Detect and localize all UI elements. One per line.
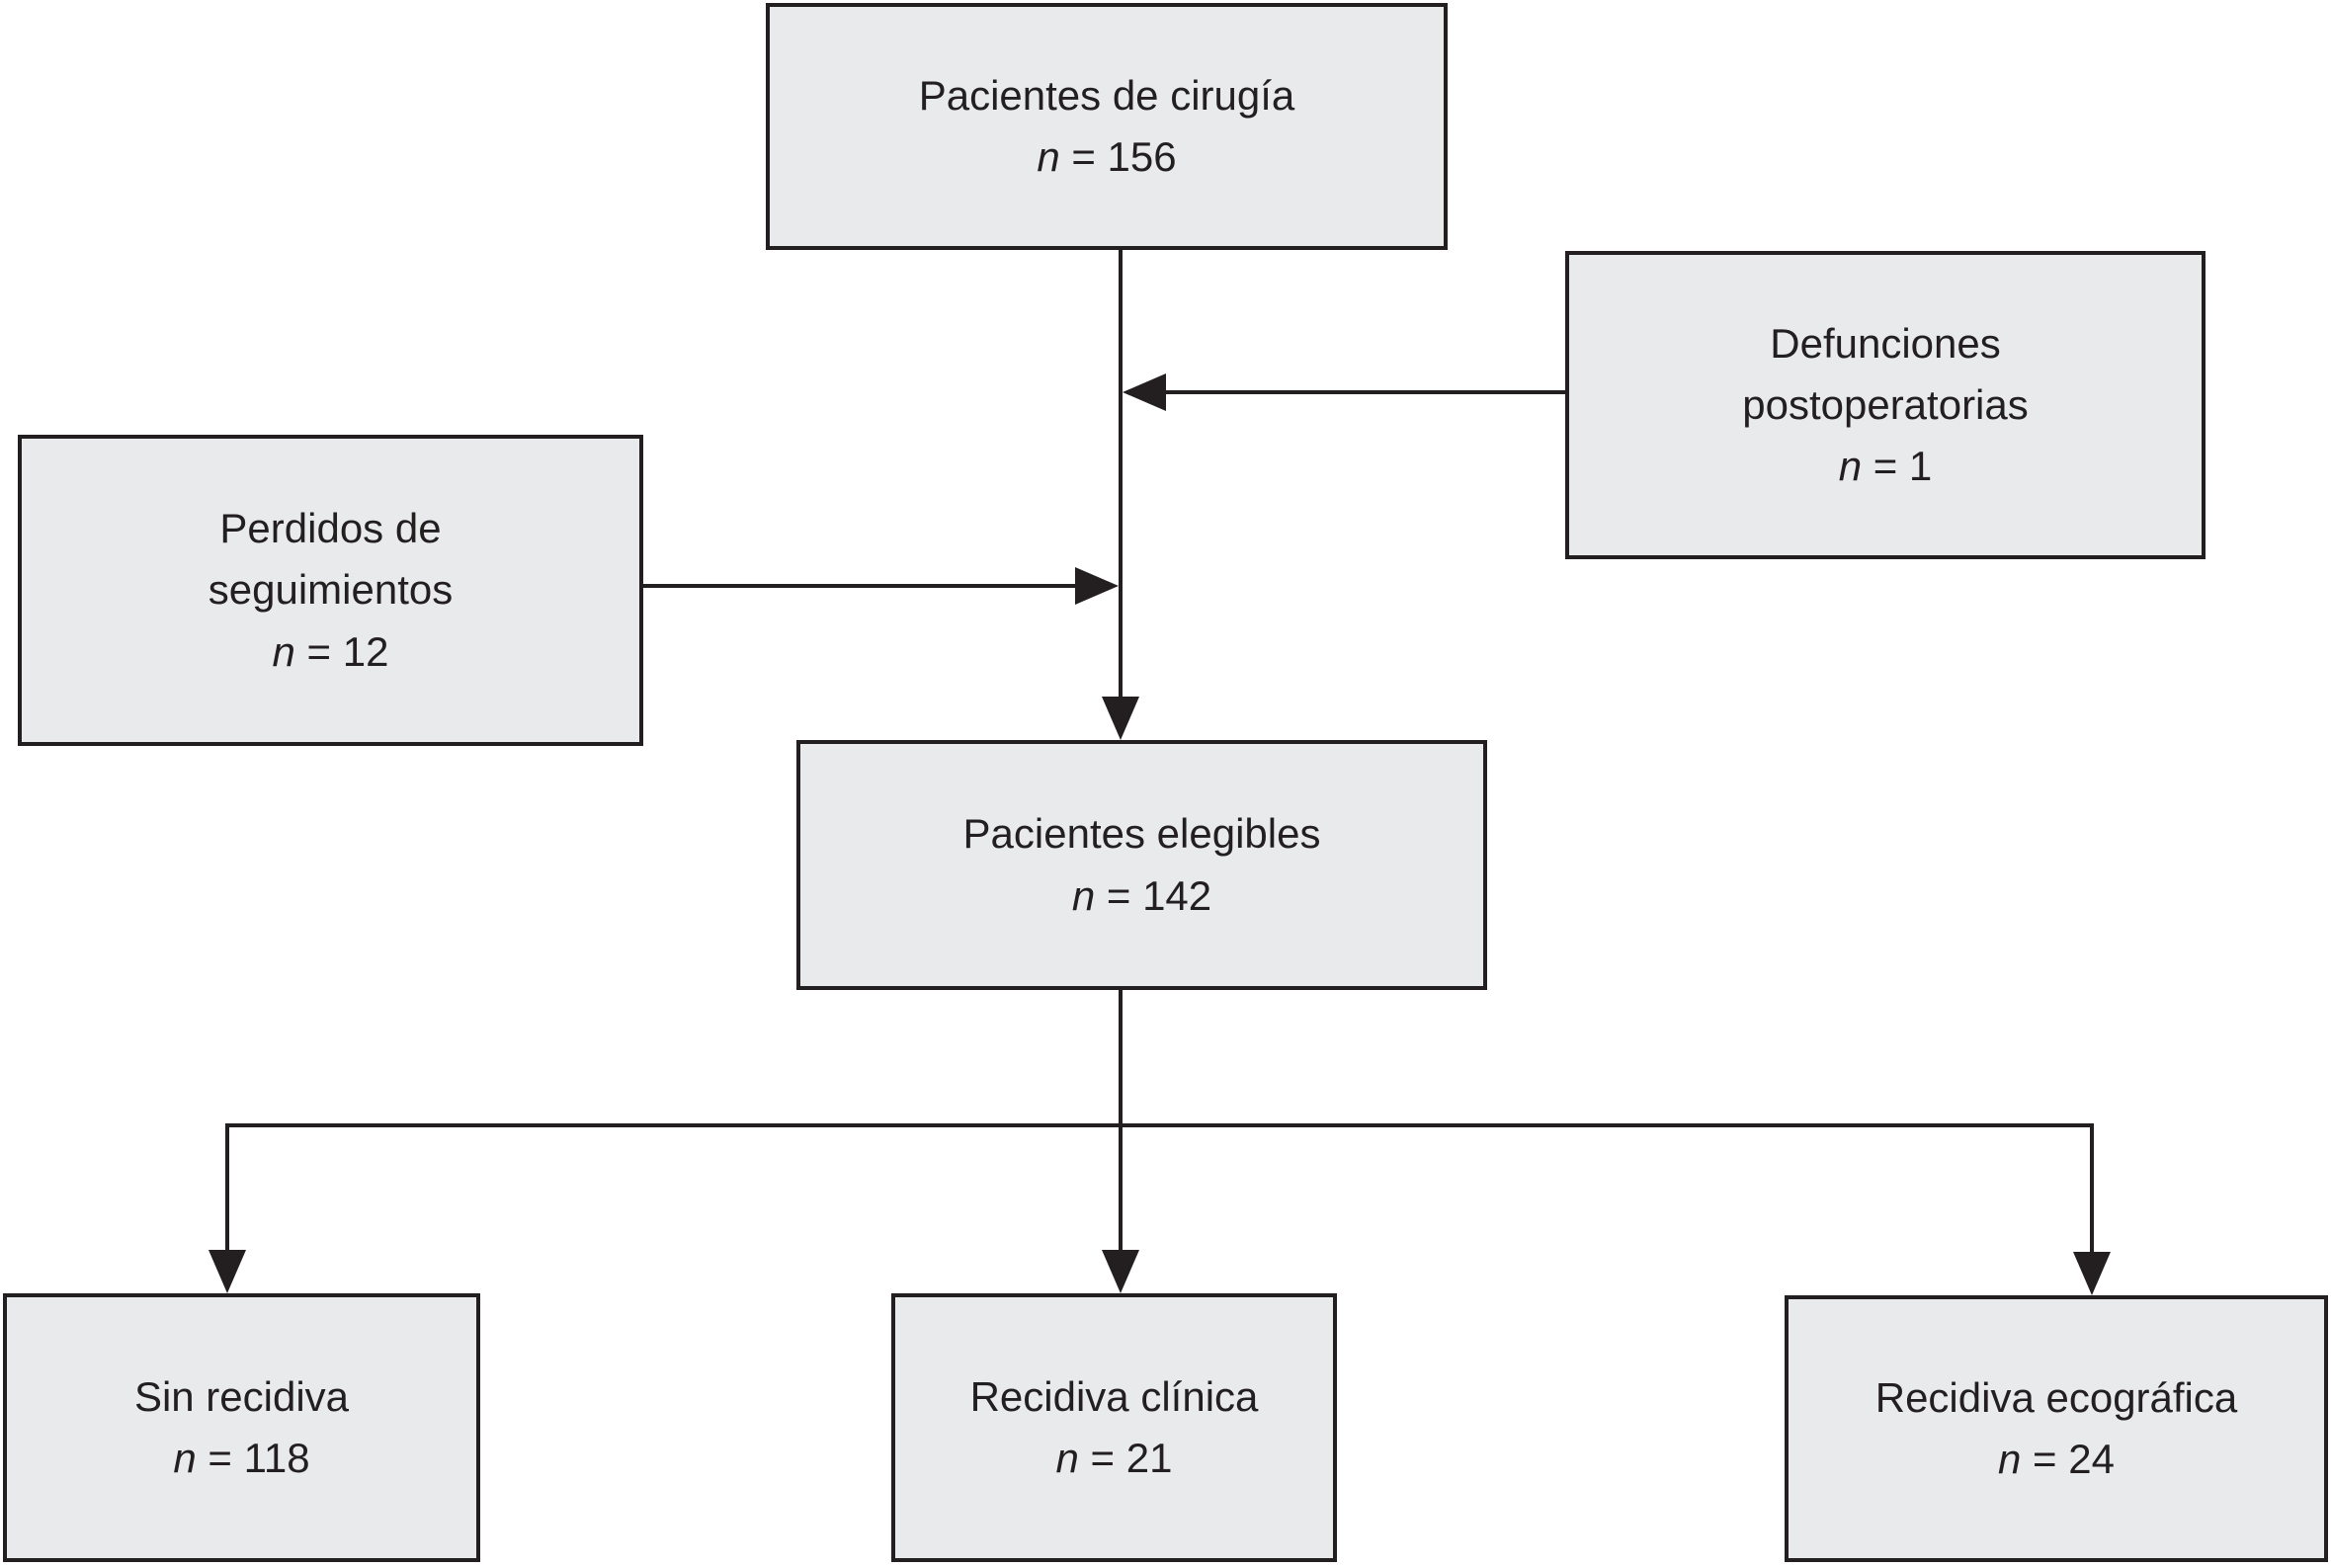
node-title: Pacientes de cirugía	[918, 71, 1295, 119]
node-title: Pacientes elegibles	[962, 810, 1321, 858]
node-no-recurrence-text: Sin recidiva n = 118	[134, 1366, 349, 1489]
node-lost-to-followup: Perdidos de seguimientos n = 12	[18, 435, 643, 746]
node-count: n = 12	[208, 621, 453, 683]
n-symbol: n	[1998, 1436, 2022, 1482]
n-value: = 1	[1873, 443, 1933, 490]
arrowhead-right-lost-icon	[1075, 567, 1119, 605]
node-title: Sin recidiva	[133, 1372, 350, 1420]
node-title-line2: postoperatorias	[1742, 380, 2029, 428]
arrowhead-left-deaths-icon	[1123, 373, 1166, 411]
n-symbol: n	[1037, 133, 1060, 180]
n-symbol: n	[173, 1435, 197, 1481]
arrowhead-down-clinical-icon	[1102, 1250, 1139, 1293]
node-title: Defunciones	[1770, 319, 2001, 367]
arrowhead-down-ultrasound-icon	[2073, 1252, 2111, 1295]
node-no-recurrence: Sin recidiva n = 118	[3, 1293, 480, 1562]
node-count: n = 24	[1875, 1429, 2238, 1490]
n-value: = 156	[1071, 133, 1177, 180]
n-value: = 21	[1090, 1435, 1173, 1481]
node-title: Recidiva clínica	[969, 1372, 1259, 1420]
n-symbol: n	[272, 627, 295, 675]
n-value: = 12	[306, 627, 389, 675]
node-count: n = 118	[134, 1428, 349, 1489]
node-clinical-recurrence: Recidiva clínica n = 21	[891, 1293, 1337, 1562]
n-symbol: n	[1838, 443, 1863, 490]
node-count: n = 1	[1742, 436, 2029, 497]
node-eligible-text: Pacientes elegibles n = 142	[963, 803, 1321, 926]
node-title-line2: seguimientos	[208, 566, 454, 614]
n-value: = 118	[208, 1435, 310, 1481]
node-ultrasound-recurrence: Recidiva ecográfica n = 24	[1785, 1295, 2328, 1562]
node-count: n = 156	[919, 126, 1295, 188]
n-symbol: n	[1055, 1435, 1079, 1481]
node-deaths-text: Defunciones postoperatorias n = 1	[1742, 313, 2029, 497]
node-count: n = 142	[963, 866, 1321, 927]
node-count: n = 21	[970, 1428, 1259, 1489]
node-title: Perdidos de	[219, 505, 442, 552]
node-eligible-patients: Pacientes elegibles n = 142	[796, 740, 1487, 990]
arrowhead-down-eligible-icon	[1102, 697, 1139, 740]
n-value: = 24	[2033, 1436, 2115, 1482]
node-title: Recidiva ecográfica	[1874, 1373, 2238, 1421]
node-postoperative-deaths: Defunciones postoperatorias n = 1	[1565, 251, 2206, 559]
n-symbol: n	[1071, 871, 1096, 919]
node-clinical-text: Recidiva clínica n = 21	[970, 1366, 1259, 1489]
node-ultrasound-text: Recidiva ecográfica n = 24	[1875, 1367, 2238, 1490]
node-surgery-patients: Pacientes de cirugía n = 156	[766, 3, 1448, 250]
arrowhead-down-no-recurrence-icon	[208, 1250, 246, 1293]
node-surgery-text: Pacientes de cirugía n = 156	[919, 65, 1295, 188]
n-value: = 142	[1106, 871, 1212, 919]
node-lost-text: Perdidos de seguimientos n = 12	[208, 498, 453, 682]
